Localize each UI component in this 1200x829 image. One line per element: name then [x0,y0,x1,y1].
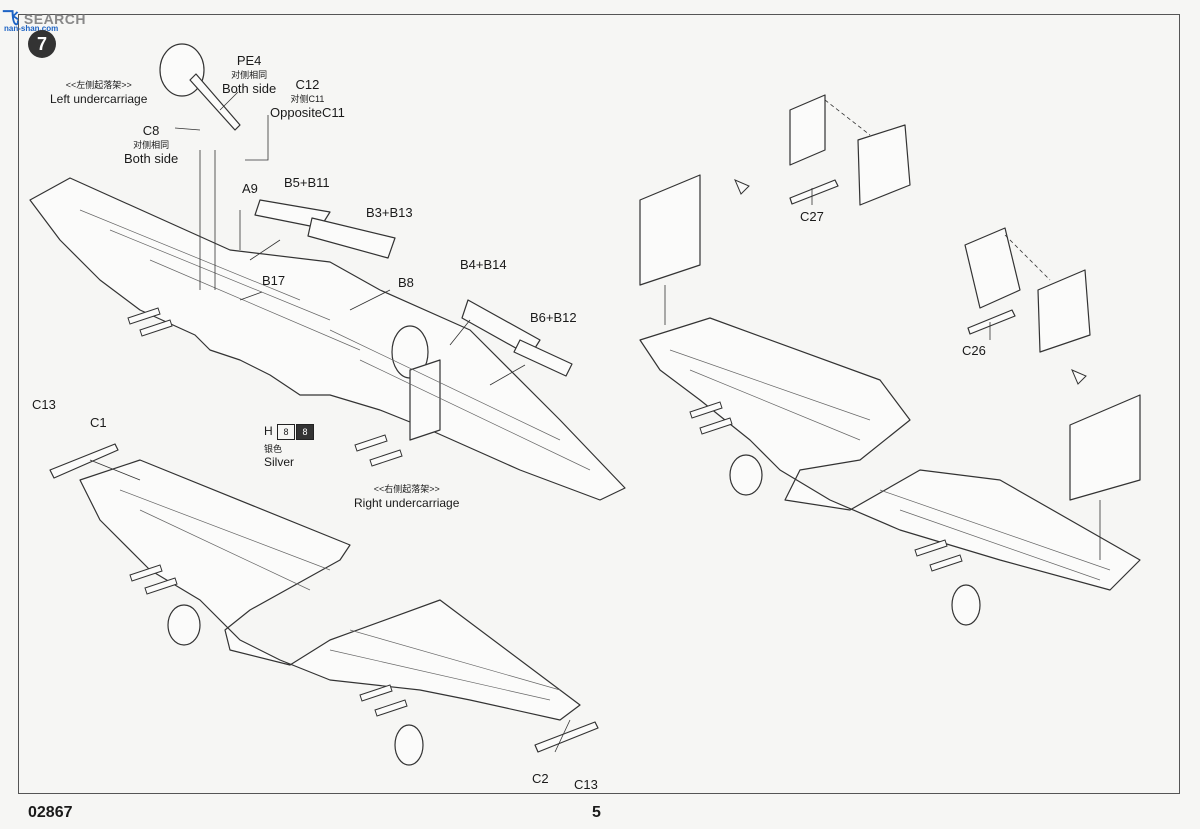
label-right-undercarriage-en: Right undercarriage [354,496,460,510]
label-c8-id: C8 [142,123,160,138]
label-c1: C1 [90,415,107,430]
paint-callout-en: Silver [264,455,295,469]
rocket-8 [374,699,408,717]
label-c27: C27 [800,209,824,224]
rocket-1 [127,307,161,325]
wheel-lower-right [394,724,424,766]
leader-pe4 [219,91,239,111]
part-c1 [49,443,119,479]
rocket-2 [139,319,173,337]
door-c26-a [964,227,1021,309]
wheel-right-a [729,454,763,496]
door-c27-a [789,94,826,166]
fin-left-right-group [639,174,701,286]
leader-fuselage [199,150,216,290]
label-c12-en: OppositeC11 [270,105,345,120]
arrow-left-top [734,179,750,195]
leader-b6 [489,364,526,386]
rocket-5 [129,564,163,582]
leader-b4 [449,319,471,346]
step-number-badge: 7 [28,30,56,58]
arrow-right-mid [1071,369,1087,385]
panel-lines-lower [119,489,561,701]
paint-chip-2: 8 [296,424,315,440]
label-c12: C12 对侧C11 OppositeC11 [270,78,345,120]
page-number: 5 [592,804,601,821]
rocket-4 [369,449,403,467]
label-pe4-id: PE4 [236,53,262,68]
leader-b8 [349,289,391,311]
part-c26 [967,309,1016,335]
label-b6-b12: B6+B12 [530,310,577,325]
label-b17: B17 [262,273,286,288]
label-c12-cn: 对侧C11 [290,94,325,104]
panel-lines-upper [79,209,591,471]
leader-c2 [554,719,571,753]
watermark: 飞 SEARCH [2,4,86,29]
paint-callout-letter: H [264,424,273,439]
label-c8: C8 对侧相同 Both side [124,124,178,166]
label-b3-b13: B3+B13 [366,205,413,220]
rocket-3 [354,434,388,452]
door-c26-b [1037,269,1091,353]
watermark-part-b: SEARCH [23,11,87,27]
part-b6-b12 [513,339,573,377]
label-pe4-en: Both side [222,81,277,96]
label-left-undercarriage-en: Left undercarriage [50,92,148,106]
watermark-sub: nan-shan.com [4,24,59,33]
watermark-part-a: 飞 [2,9,20,28]
leader-dashed [824,99,1051,281]
door-right-upper [409,359,441,441]
fin-right-right-group [1069,394,1141,501]
page-frame [18,14,1180,794]
wing-right-outline [639,317,1141,591]
label-left-undercarriage-cn: <<左侧起落架>> [65,80,132,90]
wheel-right-upper [391,325,429,379]
leader-b17 [239,291,263,301]
strut-left [189,73,241,131]
leader-c8 [174,127,201,131]
label-b8: B8 [398,275,414,290]
label-left-undercarriage: <<左侧起落架>> Left undercarriage [50,78,147,106]
label-pe4-cn: 对侧相同 [231,70,268,80]
label-c2: C2 [532,771,549,786]
label-right-undercarriage: <<右侧起落架>> Right undercarriage [354,482,459,510]
label-b4-b14: B4+B14 [460,257,507,272]
leader-c1 [89,459,141,481]
label-b5-b11: B5+B11 [284,175,330,190]
part-c2 [534,721,599,753]
label-a9: A9 [242,181,258,196]
leader-c12 [245,115,269,161]
label-pe4: PE4 对侧相同 Both side [222,54,276,96]
paint-chip-1: 8 [277,424,296,440]
rocket-10 [699,417,733,435]
paint-callout-cn: 银色 [264,444,283,454]
label-c8-en: Both side [124,151,179,166]
label-c13-right: C13 [574,777,598,792]
leader-flap [249,239,281,261]
rocket-6 [144,577,178,595]
label-c26: C26 [962,343,986,358]
rocket-12 [929,554,963,572]
wing-lower-left-outline [79,459,581,721]
rocket-11 [914,539,948,557]
kit-number: 02867 [28,804,73,821]
label-c12-id: C12 [295,77,320,92]
rocket-9 [689,401,723,419]
part-c27 [789,179,839,205]
rocket-7 [359,684,393,702]
wheel-lower-left [167,604,201,646]
label-right-undercarriage-cn: <<右侧起落架>> [373,484,440,494]
wheel-right-b [951,584,981,626]
label-c13-left: C13 [32,397,56,412]
label-c8-cn: 对侧相同 [133,140,170,150]
panel-lines-right [669,349,1111,581]
part-b3-b13 [307,217,396,259]
door-c27-b [857,124,911,206]
